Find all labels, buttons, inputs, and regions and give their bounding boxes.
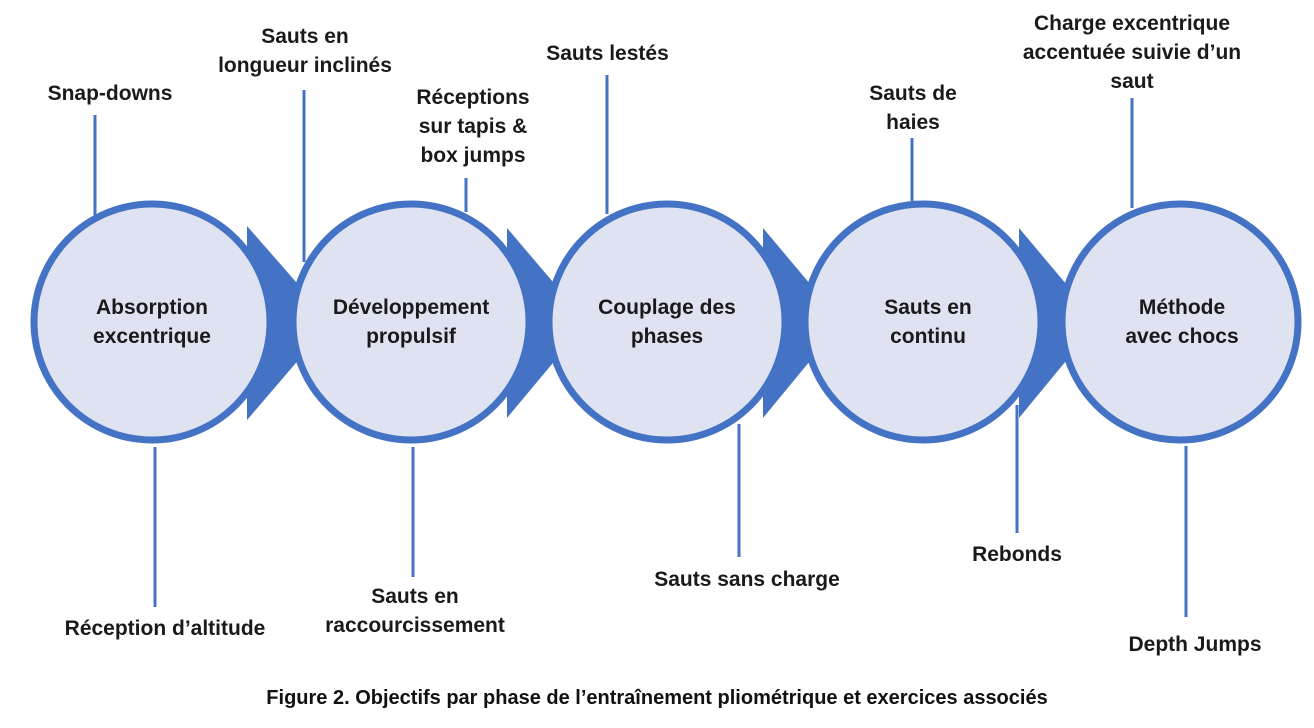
exercise-charge-excentrique: Charge excentrique accentuée suivie d’un… xyxy=(1022,12,1242,93)
phase-arrow-4 xyxy=(1019,228,1098,418)
phase-circle-3 xyxy=(545,200,842,444)
leader-lines xyxy=(93,75,1188,617)
phase-label-4: Sauts en continu xyxy=(884,296,972,348)
phase-circle-1 xyxy=(30,200,331,444)
figure-caption: Figure 2. Objectifs par phase de l’entra… xyxy=(266,687,1048,709)
exercise-sauts-sans-charge: Sauts sans charge xyxy=(654,568,840,591)
exercise-sauts-haies: Sauts de haies xyxy=(869,82,957,134)
exercise-receptions-tapis: Réceptions sur tapis & box jumps xyxy=(416,86,530,167)
phase-label-5: Méthode avec chocs xyxy=(1125,296,1239,348)
exercise-sauts-longueur-inclines: Sauts en longueur inclinés xyxy=(218,25,392,77)
exercise-sauts-raccourcissement: Sauts en raccourcissement xyxy=(325,585,505,637)
phase-label-3: Couplage des phases xyxy=(598,296,736,348)
phase-label-1: Absorption excentrique xyxy=(93,296,211,348)
exercise-reception-altitude: Réception d’altitude xyxy=(64,617,266,640)
phase-circle-4 xyxy=(801,200,1098,444)
phase-arrow-1 xyxy=(247,226,331,420)
exercise-depth-jumps: Depth Jumps xyxy=(1128,633,1262,656)
exercise-rebonds: Rebonds xyxy=(972,543,1062,566)
phase-label-2: Développement propulsif xyxy=(332,296,490,348)
exercise-sauts-lestes: Sauts lestés xyxy=(546,42,669,65)
exercise-snap-downs: Snap-downs xyxy=(47,82,173,105)
phase-circle-5 xyxy=(1058,200,1302,444)
